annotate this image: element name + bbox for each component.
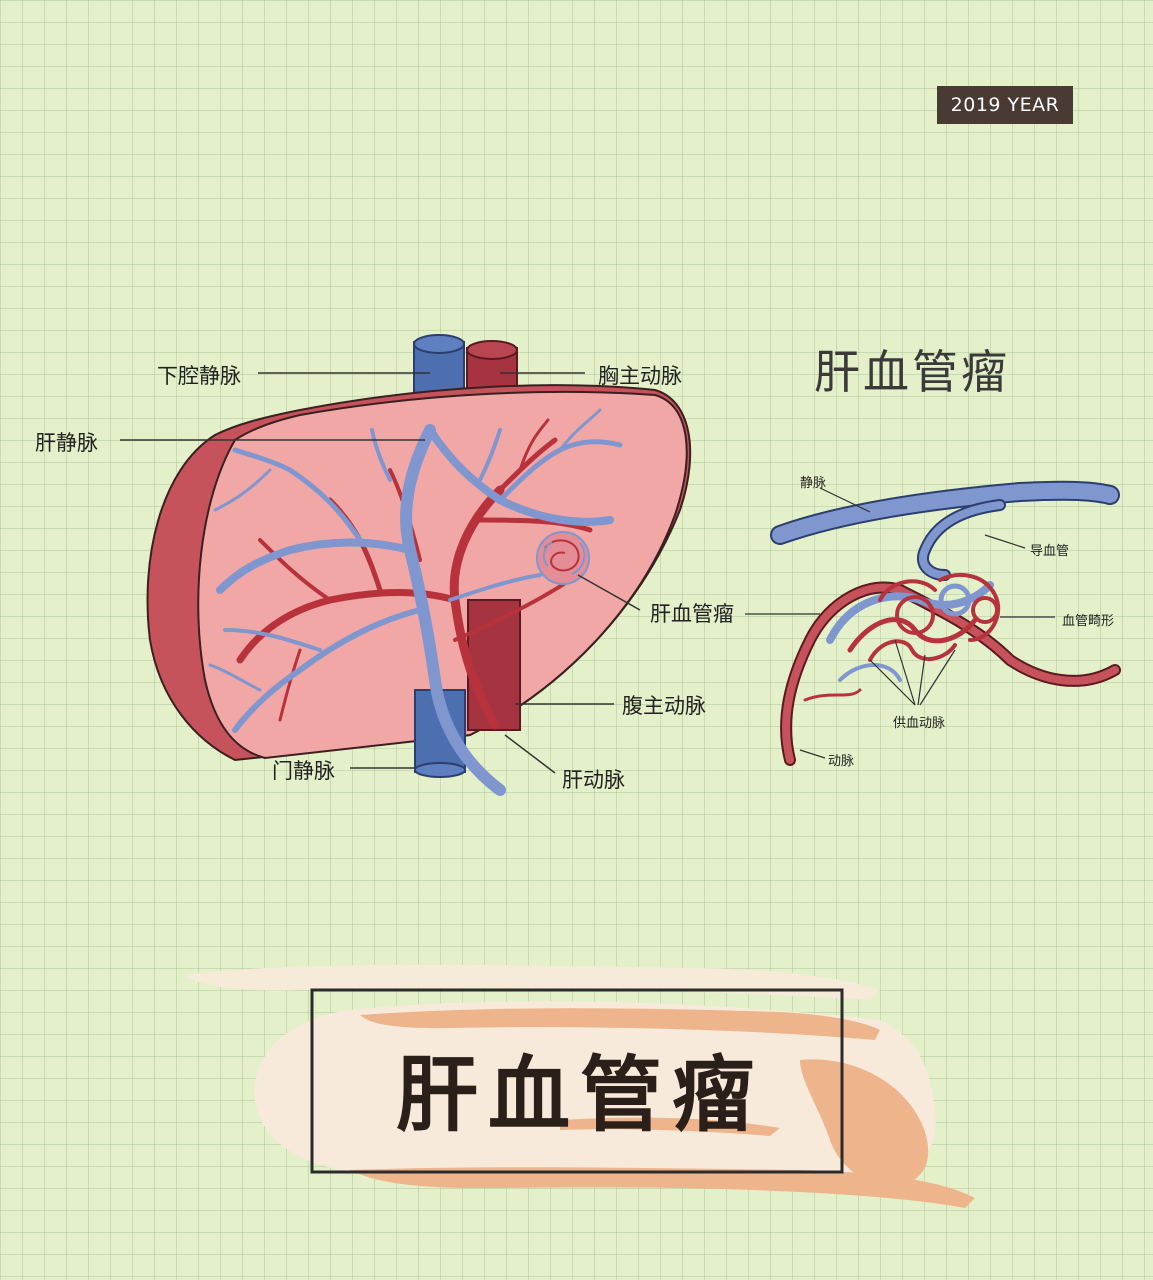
detail-diagram	[770, 480, 1121, 766]
label-abdominal-aorta: 腹主动脉	[622, 694, 706, 718]
label-artery: 动脉	[828, 754, 855, 769]
label-hepatic-vein: 肝静脉	[35, 431, 98, 455]
label-liver-hemangioma: 肝血管瘤	[650, 602, 734, 626]
year-badge: 2019 YEAR	[937, 86, 1073, 124]
label-vein: 静脉	[800, 476, 827, 491]
banner-frame	[310, 988, 844, 1174]
hepatic-vein-branches	[208, 408, 623, 796]
liver-hemangioma	[536, 531, 590, 585]
abdominal-aorta	[467, 599, 521, 731]
label-vascular-malformation: 血管畸形	[1062, 614, 1115, 629]
detail-title: 肝血管瘤	[814, 345, 1010, 399]
label-drain-vessel: 导血管	[1030, 544, 1070, 559]
detail-leader-lines	[745, 487, 1055, 759]
label-portal-vein: 门静脉	[272, 759, 335, 783]
label-inferior-vena-cava: 下腔静脉	[157, 364, 241, 388]
label-hepatic-artery: 肝动脉	[562, 768, 625, 792]
label-feeding-artery: 供血动脉	[893, 716, 946, 731]
banner-title: 肝血管瘤	[395, 1048, 764, 1143]
banner-brush	[185, 964, 975, 1208]
label-thoracic-aorta: 胸主动脉	[598, 364, 682, 388]
leader-lines	[120, 372, 641, 774]
